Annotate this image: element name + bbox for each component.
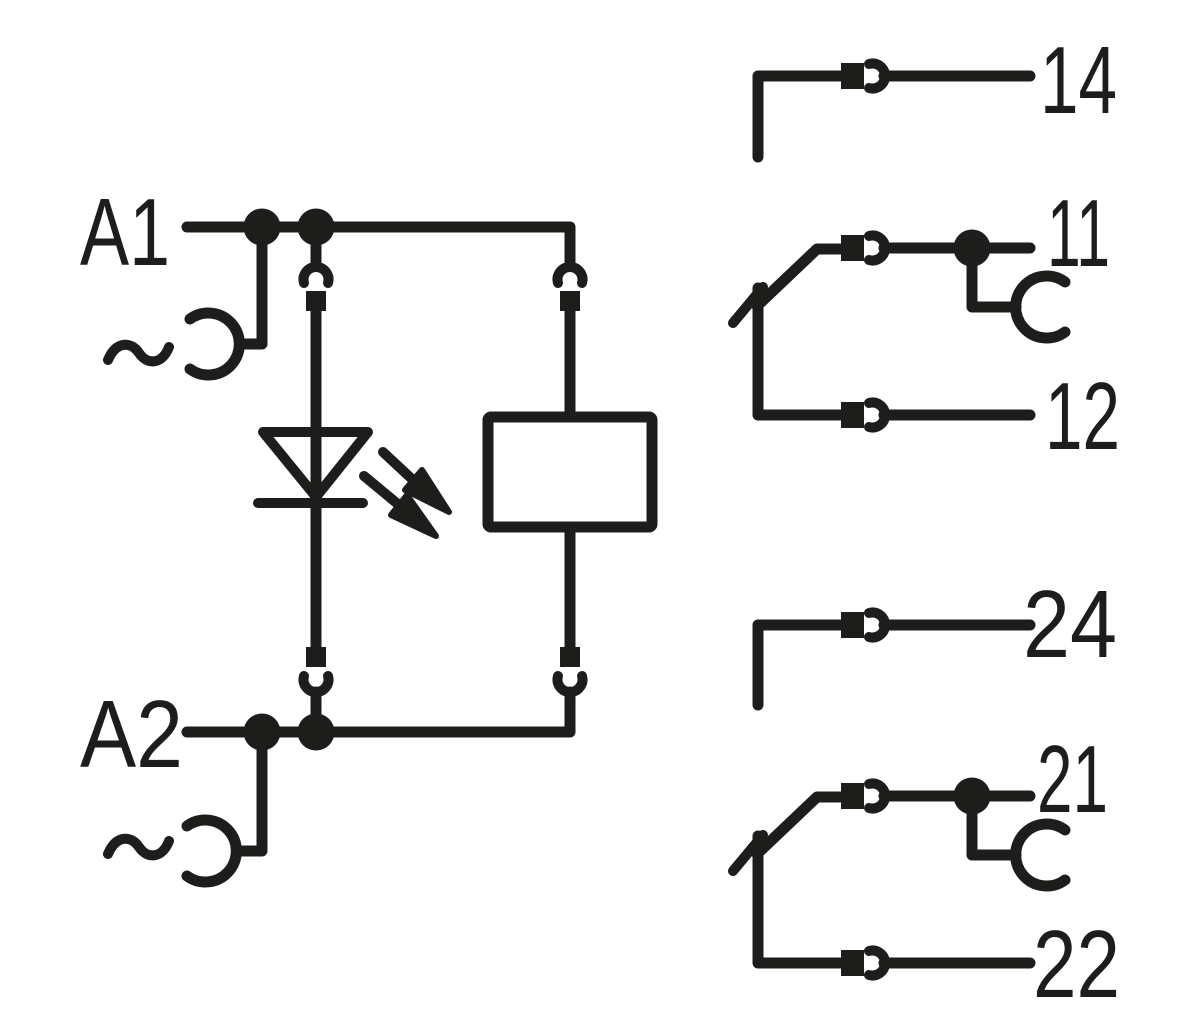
a2-socket-icon <box>181 814 242 888</box>
plug-contact-icon <box>560 647 580 667</box>
plug-contact-icon <box>841 235 864 261</box>
nc-wire <box>752 282 846 421</box>
plug-contact-icon <box>841 612 864 638</box>
ac-wave-icon <box>103 339 174 367</box>
socket-contact-icon <box>298 262 334 288</box>
terminal-label-22: 22 <box>1033 911 1120 1018</box>
nc-wire <box>752 830 846 969</box>
led-emission-arrows-icon <box>359 447 452 539</box>
terminal-label-a2: A2 <box>80 681 183 788</box>
terminal-label-11: 11 <box>1047 180 1110 287</box>
terminal-label-a1: A1 <box>80 179 170 286</box>
plug-contact-icon <box>841 402 864 428</box>
a1-socket-icon <box>184 307 245 381</box>
a1-tap-wire <box>234 221 268 350</box>
changeover-lever <box>751 243 846 312</box>
plug-contact-icon <box>306 647 326 667</box>
terminal-label-21: 21 <box>1037 726 1108 833</box>
arrow-shaft <box>359 471 404 510</box>
a2-rail-wire <box>181 686 576 738</box>
socket-contact-icon <box>552 671 588 697</box>
terminal-label-14: 14 <box>1040 27 1117 134</box>
ac-wave-icon <box>103 833 174 861</box>
relay-coil-icon <box>482 411 658 533</box>
a2-tap-wire <box>232 726 268 857</box>
com-tap-wire <box>966 242 1022 313</box>
com-socket-icon <box>1010 270 1071 344</box>
changeover-lever <box>751 791 846 860</box>
plug-contact-icon <box>560 291 580 311</box>
arrow-shaft <box>378 447 418 485</box>
coil-circuit: A1 A2 <box>80 179 658 888</box>
relay-coil-branch <box>482 262 658 697</box>
arrow-head <box>388 492 439 539</box>
plug-contact-icon <box>306 291 326 311</box>
socket-contact-icon <box>552 262 588 288</box>
contact-group-2: 24 21 22 <box>728 571 1120 1018</box>
led-triangle-icon <box>258 427 373 502</box>
com-socket-icon <box>1010 818 1071 892</box>
no-stub-wire <box>752 619 846 711</box>
arrow-head <box>402 467 452 515</box>
plug-contact-icon <box>841 950 864 976</box>
plug-contact-icon <box>841 63 864 89</box>
contact-group-1: 14 11 12 <box>728 27 1120 470</box>
no-stub-wire <box>752 70 846 163</box>
led-branch <box>253 221 452 738</box>
terminal-label-24: 24 <box>1023 571 1117 678</box>
com-tap-wire <box>966 790 1022 861</box>
plug-contact-icon <box>841 783 864 809</box>
terminal-label-12: 12 <box>1045 363 1120 470</box>
